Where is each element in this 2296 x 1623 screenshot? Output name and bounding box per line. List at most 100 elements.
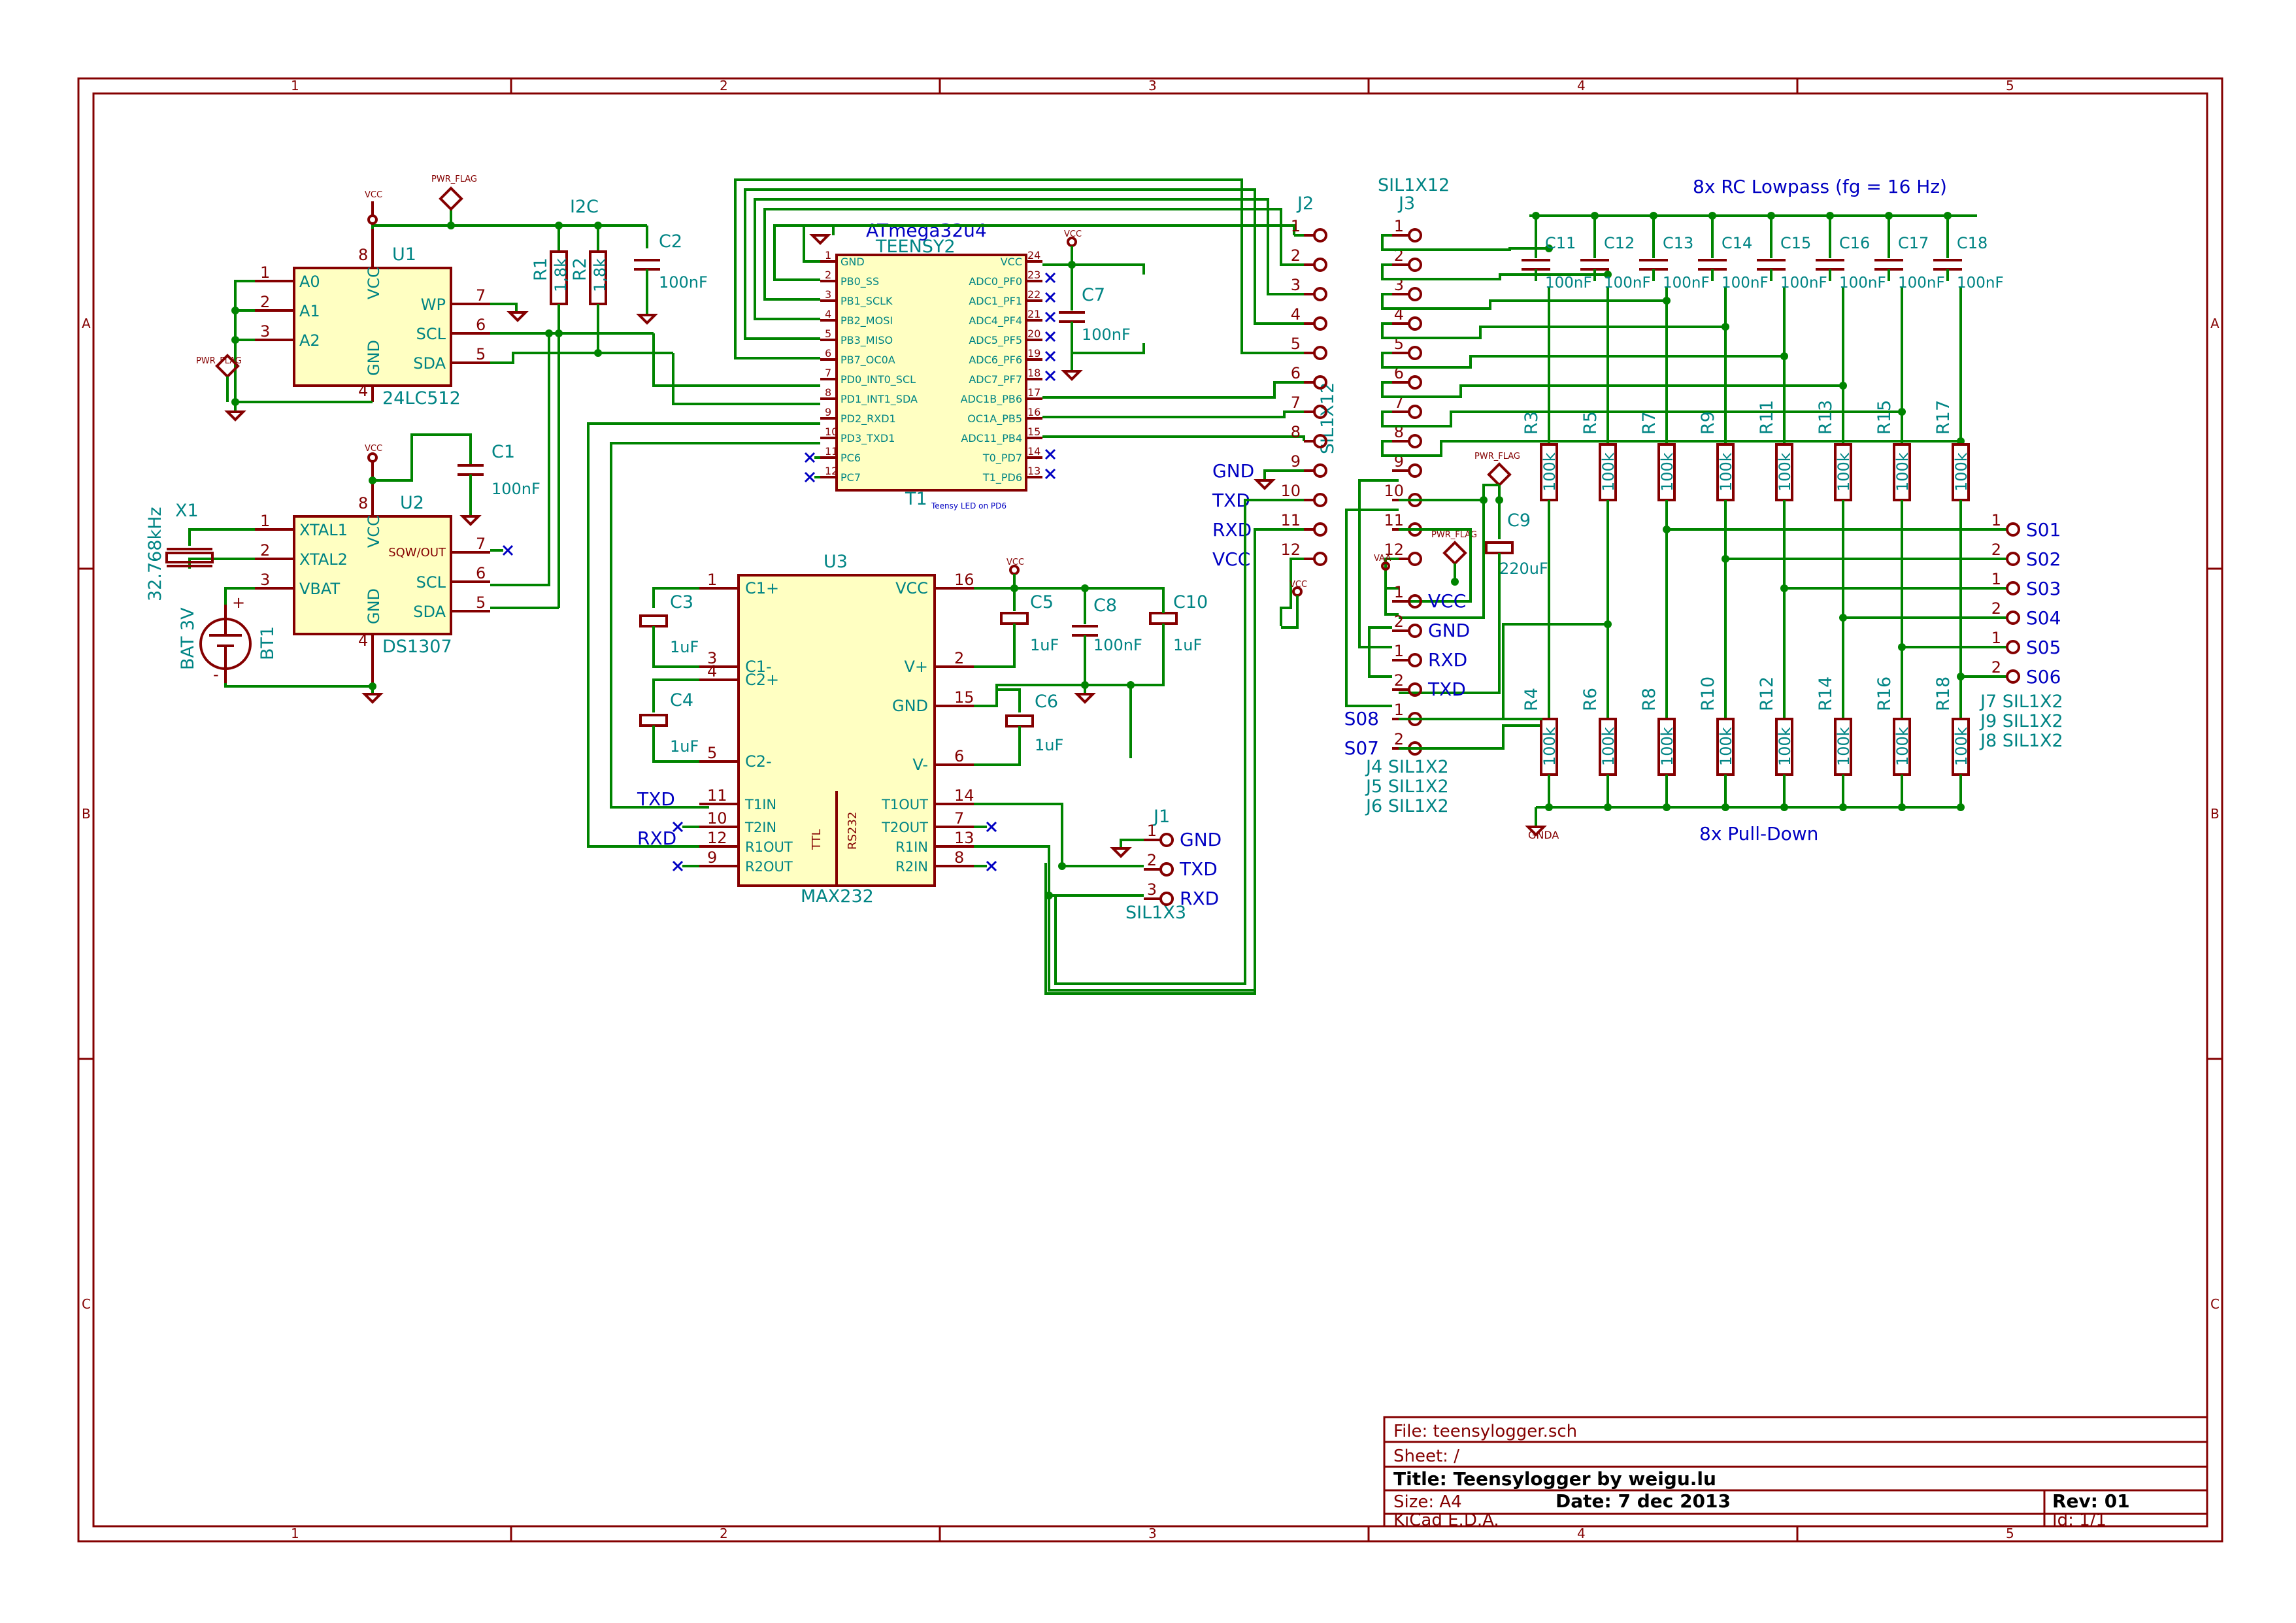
rc-capacitor-value: 100nF xyxy=(1604,275,1651,292)
power-net-label: RXD xyxy=(1428,649,1467,671)
rc-resistor-value: 100k xyxy=(1717,452,1735,492)
c3-capacitor xyxy=(639,614,668,627)
c1-ref: C1 xyxy=(491,442,515,462)
t1-pin-num: 21 xyxy=(1027,308,1040,320)
j2-pin-num: 2 xyxy=(1291,246,1301,265)
rc-capacitor-ref: C16 xyxy=(1839,234,1870,252)
x1-value: 32.768kHz xyxy=(145,507,165,601)
connector-pin-icon xyxy=(1408,287,1422,301)
t1-pin-name: ADC4_PF4 xyxy=(969,314,1022,327)
sheet-frame: 1 2 3 4 5 1 2 3 4 5 A B C A B C xyxy=(77,77,2223,1543)
u2-pin-num: 7 xyxy=(476,535,486,553)
u3-rs232: RS232 xyxy=(846,812,859,850)
u3-pin-num: 3 xyxy=(707,649,717,667)
power-pin-num: 1 xyxy=(1394,583,1404,601)
u3-pin-name: C1- xyxy=(745,658,772,676)
row-label: B xyxy=(2210,806,2220,822)
u2-pin-num: 3 xyxy=(260,571,270,589)
c7-value: 100nF xyxy=(1082,326,1131,344)
column-label: 5 xyxy=(2006,1526,2014,1541)
rc-resistor-value: 100k xyxy=(1776,452,1794,492)
column-label: 5 xyxy=(2006,78,2014,93)
rc-resistor-ref: R13 xyxy=(1816,400,1836,435)
rc-resistor-ref: R17 xyxy=(1933,400,1954,435)
s-connector-pin-num: 1 xyxy=(1394,701,1404,719)
u3-net-rxd: RXD xyxy=(637,828,676,849)
t1-pin-num: 7 xyxy=(825,367,831,379)
u2-value: DS1307 xyxy=(382,637,452,657)
u3-pin-num: 2 xyxy=(954,649,964,667)
u3-pin-num: 10 xyxy=(707,809,727,828)
t1-note: Teensy LED on PD6 xyxy=(931,501,1007,510)
u1-value: 24LC512 xyxy=(382,388,461,409)
u3-pin-num: 16 xyxy=(954,571,974,589)
row-label: C xyxy=(2210,1296,2220,1312)
power-pin-num: 1 xyxy=(1394,642,1404,660)
u3-pin-num: 6 xyxy=(954,747,964,765)
u1-pin-name: SCL xyxy=(416,325,446,343)
title-block-sheet: Sheet: / xyxy=(1393,1447,1459,1466)
rc-resistor-value: 100k xyxy=(1893,727,1912,766)
rc-resistor-value: 100k xyxy=(1835,452,1853,492)
rc-capacitor-value: 100nF xyxy=(1839,275,1886,292)
t1-pin-name: VCC xyxy=(1001,256,1022,268)
title-block-file: File: teensylogger.sch xyxy=(1393,1422,1577,1441)
u3-pin-name: T1OUT xyxy=(881,797,928,812)
rc-capacitor-value: 100nF xyxy=(1898,275,1945,292)
u3-pin-name: C2+ xyxy=(745,671,779,689)
c5-ref: C5 xyxy=(1030,592,1054,612)
c7-ref: C7 xyxy=(1082,285,1105,305)
rc-resistor-ref: R14 xyxy=(1816,677,1836,711)
t1-pin-name: PB3_MISO xyxy=(840,334,893,347)
connector-pin-icon xyxy=(1408,375,1422,390)
t1-pin-num: 19 xyxy=(1027,347,1040,360)
rc-capacitor-value: 100nF xyxy=(1545,275,1592,292)
pwr-flag-icon xyxy=(439,186,463,211)
t1-pin-name: PC6 xyxy=(840,452,861,464)
u3-pin-name: R1OUT xyxy=(745,839,793,855)
j1-net-label: GND xyxy=(1180,829,1222,850)
j2-pin-num: 4 xyxy=(1291,305,1301,324)
connector-pin-icon xyxy=(1408,552,1422,566)
j2-pin-num: 7 xyxy=(1291,393,1301,412)
pwr-flag-label: PWR_FLAG xyxy=(431,175,477,184)
t1-pin-num: 15 xyxy=(1027,426,1040,438)
rc-resistor-ref: R8 xyxy=(1639,688,1659,711)
rc-capacitor-ref: C14 xyxy=(1722,234,1752,252)
rc-capacitor-value: 100nF xyxy=(1663,275,1710,292)
i2c-label: I2C xyxy=(570,197,599,217)
t1-pin-num: 6 xyxy=(825,347,831,360)
t1-pin-name: T1_PD6 xyxy=(982,471,1022,484)
pwr-flag-icon xyxy=(1487,462,1512,487)
t1-pin-name: PB0_SS xyxy=(840,275,879,288)
column-label: 3 xyxy=(1148,1526,1157,1541)
column-label: 3 xyxy=(1148,78,1157,93)
t1-pin-num: 13 xyxy=(1027,465,1040,477)
r1-ref: R1 xyxy=(531,258,551,281)
rc-resistor-value: 100k xyxy=(1893,452,1912,492)
column-label: 1 xyxy=(291,78,299,93)
t1-ref: T1 xyxy=(905,489,927,509)
j2-pin-num: 6 xyxy=(1291,364,1301,382)
vcc-label: VCC xyxy=(1289,580,1307,590)
rc-resistor-value: 100k xyxy=(1952,727,1971,766)
vaa-symbol-icon xyxy=(1381,561,1390,571)
rc-capacitor-value: 100nF xyxy=(1957,275,2004,292)
c8-value: 100nF xyxy=(1093,636,1142,654)
bt1-value: BAT 3V xyxy=(178,607,198,670)
u2-pin-name: XTAL2 xyxy=(299,550,348,569)
power-net-label: VCC xyxy=(1428,590,1466,612)
pwr-flag-label: PWR_FLAG xyxy=(196,356,242,366)
connector-pin-icon xyxy=(1408,405,1422,419)
t1-pin-name: OC1A_PB5 xyxy=(967,412,1022,426)
x1-ref: X1 xyxy=(175,501,199,521)
s-connector-net-label: S08 xyxy=(1344,708,1379,729)
connector-pin-icon xyxy=(2006,552,2020,566)
rc-resistor-ref: R18 xyxy=(1933,677,1954,711)
u3-pin-name: C2- xyxy=(745,752,772,771)
t1-pin-num: 11 xyxy=(825,445,838,458)
r2-value: 1,8k xyxy=(591,258,609,292)
sensor-pin-num: 1 xyxy=(1991,570,2001,588)
j3-pin-num: 12 xyxy=(1384,541,1404,559)
